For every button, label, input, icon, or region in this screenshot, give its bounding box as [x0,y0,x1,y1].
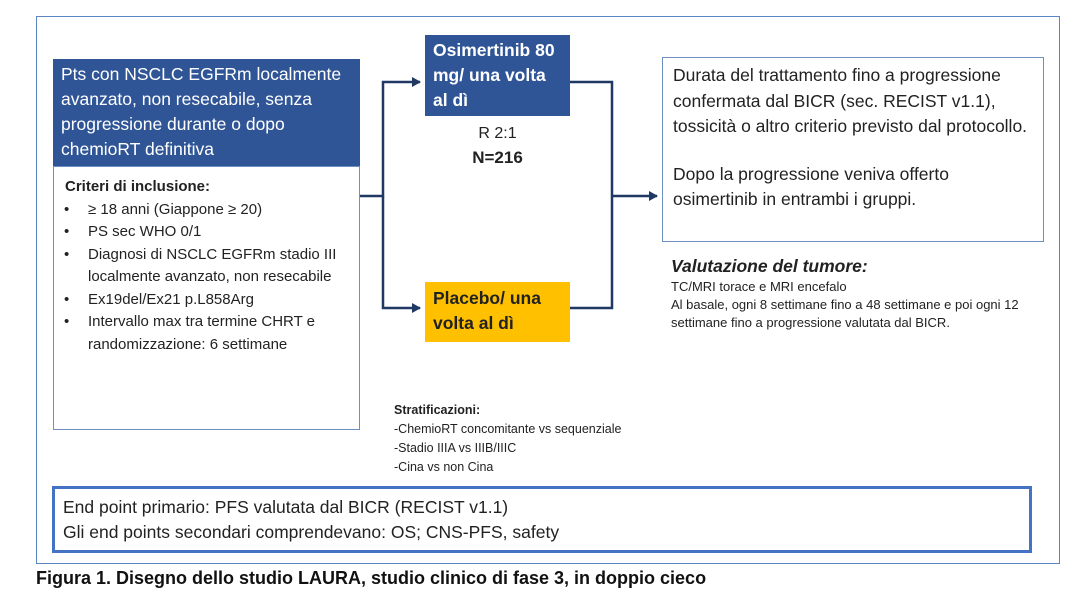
post-progression-text: Dopo la progressione veniva offerto osim… [673,163,949,210]
patients-text: Pts con NSCLC EGFRm localmente avanzato,… [61,64,342,159]
sample-size: N=216 [472,148,523,167]
figure-caption: Figura 1. Disegno dello studio LAURA, st… [36,568,707,588]
stratification: Stratificazioni: -ChemioRT concomitante … [394,401,694,477]
osimertinib-arm-box: Osimertinib 80 mg/ una volta al dì [425,35,570,116]
stratification-item: -Stadio IIIA vs IIIB/IIIC [394,441,517,455]
connector-placebo-out [570,196,614,310]
primary-endpoint: End point primario: PFS valutata dal BIC… [63,497,509,517]
placebo-arm-label: Placebo/ una volta al dì [433,288,541,333]
tumor-evaluation-title: Valutazione del tumore: [671,256,868,276]
tumor-evaluation-imaging: TC/MRI torace e MRI encefalo [671,279,847,294]
connector-to-osimertinib [360,77,421,198]
osimertinib-arm-label: Osimertinib 80 mg/ una volta al dì [433,40,555,110]
inclusion-item: ≥ 18 anni (Giappone ≥ 20) [64,199,351,222]
stratification-title: Stratificazioni: [394,403,481,417]
inclusion-criteria-box: Criteri di inclusione: ≥ 18 anni (Giappo… [53,166,360,430]
patients-box: Pts con NSCLC EGFRm localmente avanzato,… [53,59,360,166]
randomization-ratio: R 2:1 [478,125,517,142]
treatment-duration-box: Durata del trattamento fino a progressio… [662,57,1044,242]
stratification-item: -ChemioRT concomitante vs sequenziale [394,422,622,436]
endpoints-box: End point primario: PFS valutata dal BIC… [52,486,1032,553]
placebo-arm-box: Placebo/ una volta al dì [425,282,570,342]
inclusion-list: ≥ 18 anni (Giappone ≥ 20) PS sec WHO 0/1… [62,199,351,357]
tumor-evaluation-schedule: Al basale, ogni 8 settimane fino a 48 se… [671,297,1019,330]
secondary-endpoints: Gli end points secondari comprendevano: … [63,522,560,542]
inclusion-item: Ex19del/Ex21 p.L858Arg [64,289,351,312]
inclusion-title: Criteri di inclusione: [65,178,211,195]
stratification-item: -Cina vs non Cina [394,460,494,474]
duration-text: Durata del trattamento fino a progressio… [673,65,1028,136]
connector-osimertinib-out [570,80,614,196]
inclusion-item: Intervallo max tra termine CHRT e random… [64,311,351,356]
inclusion-item: PS sec WHO 0/1 [64,221,351,244]
randomization-info: R 2:1 N=216 [425,122,570,170]
tumor-evaluation: Valutazione del tumore: TC/MRI torace e … [671,254,1051,332]
inclusion-item: Diagnosi di NSCLC EGFRm stadio III local… [64,244,351,289]
connector-to-placebo [381,196,421,313]
